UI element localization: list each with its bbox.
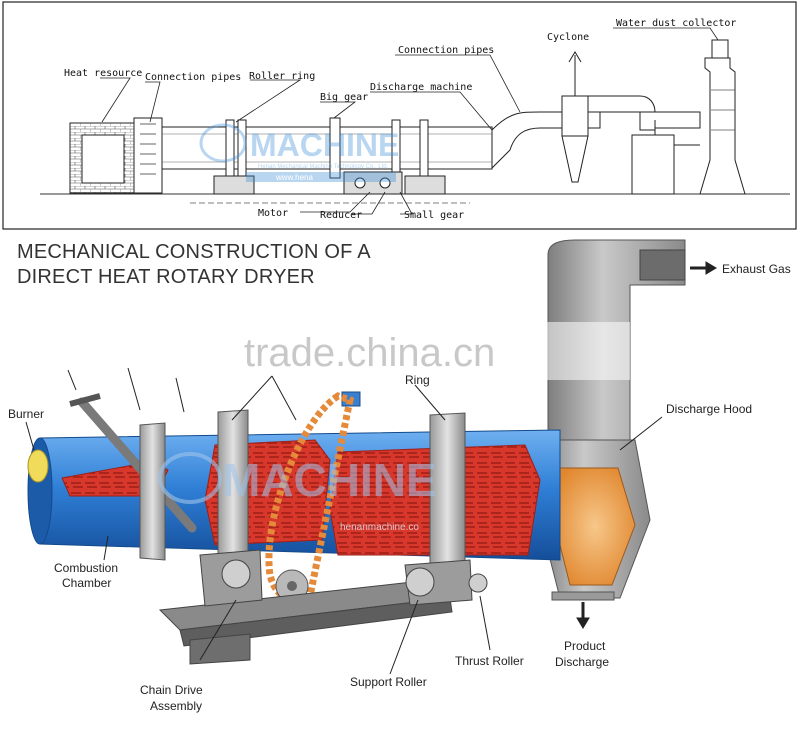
top-watermark-brand: MACHINE — [250, 127, 399, 163]
support-roller-right — [405, 567, 435, 597]
drum-rings — [139, 391, 466, 576]
top-watermark: MACHINE Henan Mechanical Machine Technol… — [199, 123, 399, 182]
bottom-watermark: trade.china.cn MACHINE henanmachine.co — [158, 322, 630, 533]
title-line-2: DIRECT HEAT ROTARY DRYER — [17, 266, 315, 288]
label-ring: Ring — [405, 373, 430, 387]
top-watermark-url: www.hena — [275, 173, 313, 182]
label-combustion-chamber-1: Combustion — [54, 561, 118, 575]
label-combustion-chamber-2: Chamber — [62, 576, 111, 590]
burner-pipe — [77, 397, 197, 533]
flow-arrows — [576, 261, 717, 629]
discharge-hood — [539, 239, 686, 601]
label-water-dust-collector: Water dust collector — [616, 18, 736, 29]
label-chain-drive-1: Chain Drive — [140, 683, 203, 697]
burner-nozzle — [27, 449, 49, 483]
support-base — [158, 549, 488, 665]
label-chain-drive-2: Assembly — [150, 699, 202, 713]
label-connection-pipes-2: Connection pipes — [398, 45, 494, 56]
thrust-roller — [468, 573, 488, 593]
watermark-trade: trade.china.cn — [244, 331, 495, 375]
label-heat-resource: Heat resource — [64, 68, 142, 79]
label-reducer: Reducer — [320, 210, 362, 221]
label-exhaust-gas: Exhaust Gas — [722, 262, 791, 276]
label-discharge-machine: Discharge machine — [370, 82, 472, 93]
label-cyclone: Cyclone — [547, 32, 589, 43]
watermark-brand: MACHINE — [222, 454, 437, 506]
bottom-illustration: MECHANICAL CONSTRUCTION OF A DIRECT HEAT… — [8, 239, 791, 713]
title-line-1: MECHANICAL CONSTRUCTION OF A — [17, 241, 371, 263]
watermark-url: henanmachine.co — [340, 522, 419, 533]
label-connection-pipes-1: Connection pipes — [145, 72, 241, 83]
label-small-gear: Small gear — [404, 210, 464, 221]
top-leader-lines — [100, 27, 719, 215]
heat-resource-furnace — [69, 117, 163, 194]
label-big-gear: Big gear — [320, 92, 368, 103]
top-schematic: MACHINE Henan Mechanical Machine Technol… — [2, 1, 797, 230]
label-product-discharge-1: Product — [564, 639, 606, 653]
water-dust-collector — [631, 39, 746, 195]
label-thrust-roller: Thrust Roller — [455, 654, 524, 668]
cyclone — [561, 51, 589, 183]
label-support-roller: Support Roller — [350, 675, 427, 689]
top-watermark-sub: Henan Mechanical Machine Technology Co.,… — [258, 164, 389, 170]
bottom-leader-lines — [25, 367, 663, 675]
label-roller-ring: Roller ring — [249, 71, 315, 82]
label-discharge-hood: Discharge Hood — [666, 402, 752, 416]
label-product-discharge-2: Discharge — [555, 655, 609, 669]
support-roller-left — [221, 559, 251, 589]
label-motor: Motor — [258, 208, 288, 219]
label-burner: Burner — [8, 407, 44, 421]
